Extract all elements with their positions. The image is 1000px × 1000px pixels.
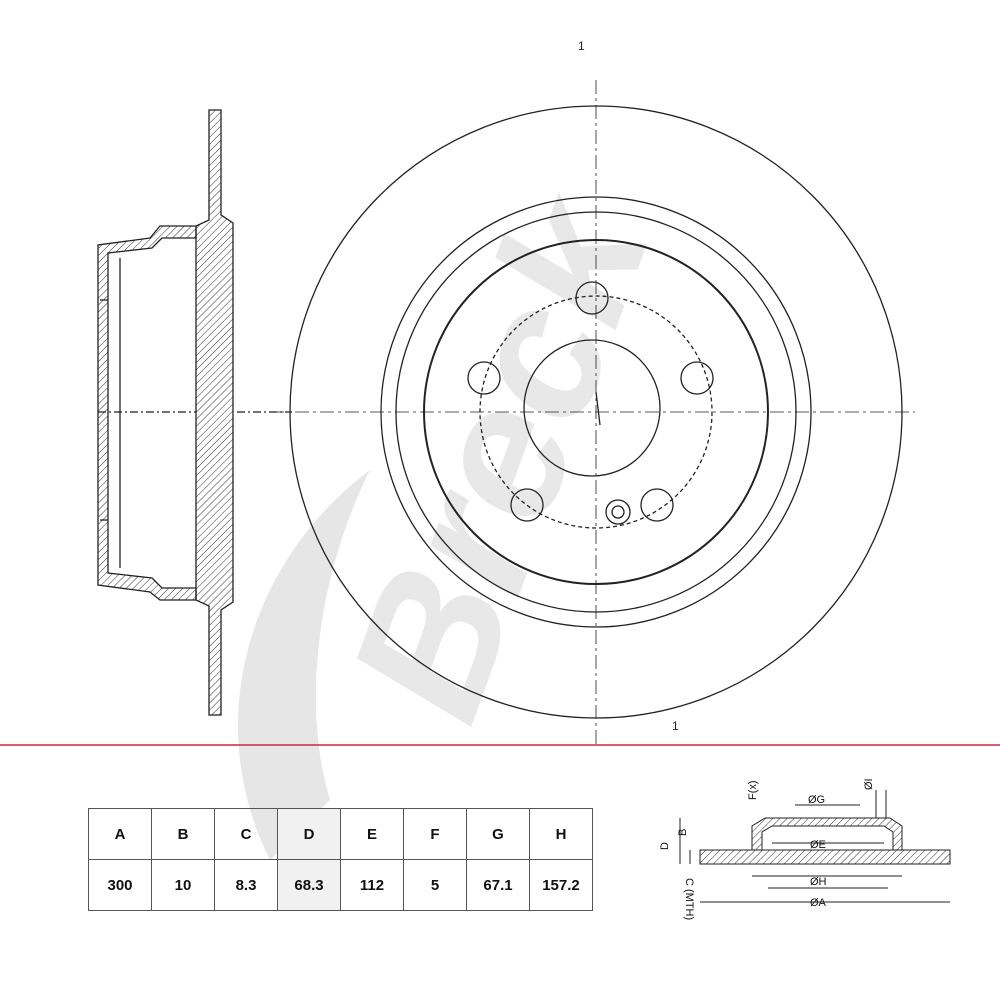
key-sketch xyxy=(679,790,951,903)
header-d: D xyxy=(277,808,341,860)
value-d: 68.3 xyxy=(277,859,341,911)
side-section-view xyxy=(97,109,292,716)
header-f: F xyxy=(403,808,467,860)
header-a: A xyxy=(88,808,152,860)
hat-section xyxy=(97,225,197,601)
value-e: 112 xyxy=(340,859,404,911)
label-dia-e: ØE xyxy=(810,839,826,851)
bolt-hole xyxy=(680,361,714,395)
label-b: B xyxy=(677,829,689,836)
locating-pin-outer xyxy=(605,499,631,525)
bolt-hole xyxy=(510,488,544,522)
value-c: 8.3 xyxy=(214,859,278,911)
header-g: G xyxy=(466,808,530,860)
friction-ring-section xyxy=(195,109,234,716)
label-f: F(x) xyxy=(747,780,759,800)
part-mark-top: 1 xyxy=(578,39,585,53)
header-h: H xyxy=(529,808,593,860)
bolt-hole xyxy=(467,361,501,395)
locating-pin-inner xyxy=(611,505,625,519)
label-dia-i: ØI xyxy=(863,778,875,790)
sketch-hat xyxy=(751,817,903,851)
value-a: 300 xyxy=(88,859,152,911)
label-dia-g: ØG xyxy=(808,794,825,806)
disc-front-view xyxy=(270,80,915,745)
value-f: 5 xyxy=(403,859,467,911)
label-c: C (MTH) xyxy=(683,878,695,920)
table-header-row: A B C D E F G H xyxy=(88,808,593,860)
header-b: B xyxy=(151,808,215,860)
dimensions-table: A B C D E F G H 300 10 8.3 68.3 112 5 67… xyxy=(88,808,593,911)
header-c: C xyxy=(214,808,278,860)
value-b: 10 xyxy=(151,859,215,911)
part-mark-bottom: 1 xyxy=(672,719,679,733)
table-value-row: 300 10 8.3 68.3 112 5 67.1 157.2 xyxy=(88,859,593,911)
watermark-swoosh xyxy=(238,470,370,860)
bolt-hole xyxy=(640,488,674,522)
watermark-wordmark: Breck xyxy=(309,167,692,744)
header-e: E xyxy=(340,808,404,860)
bolt-hole xyxy=(575,281,609,315)
value-g: 67.1 xyxy=(466,859,530,911)
label-dia-h: ØH xyxy=(810,876,827,888)
center-bore xyxy=(523,339,661,477)
label-dia-a: ØA xyxy=(810,897,827,909)
sketch-flange xyxy=(699,849,951,865)
label-d: D xyxy=(659,842,671,850)
value-h: 157.2 xyxy=(529,859,593,911)
